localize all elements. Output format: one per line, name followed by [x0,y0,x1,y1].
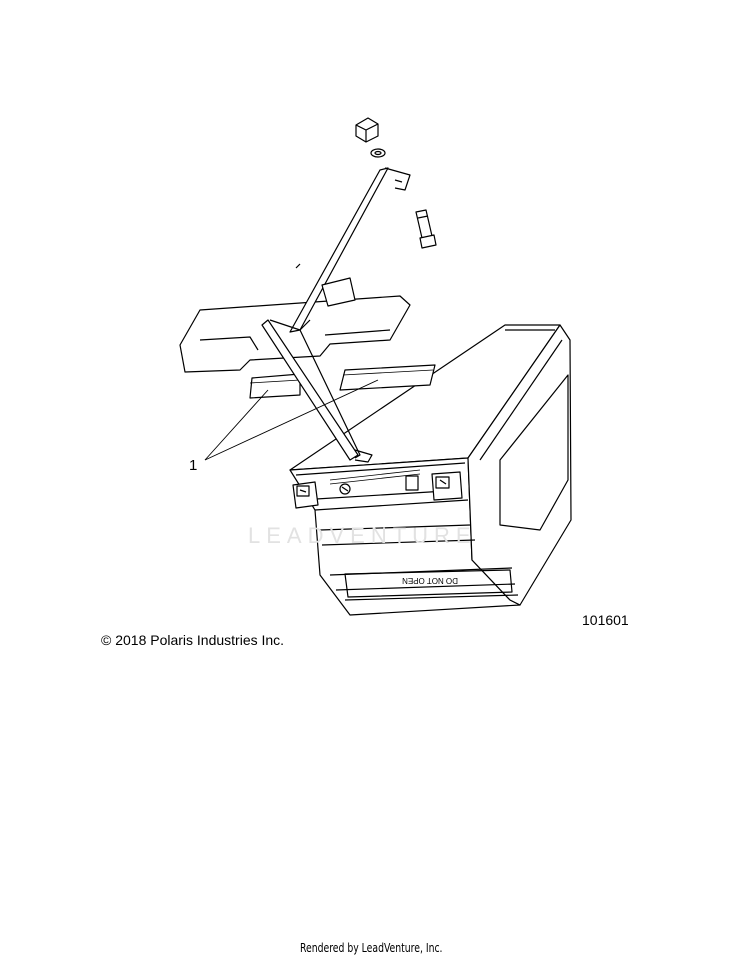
callout-leader-lines [204,379,379,461]
nut-icon [355,117,379,143]
copyright-text: © 2018 Polaris Industries Inc. [101,632,285,648]
watermark-text: LEADVENTURE [248,523,477,548]
terminal-right-icon [431,471,463,501]
battery-icon [289,324,572,616]
terminal-left-icon [292,481,319,509]
footer-text: Rendered by LeadVenture, Inc. [300,941,443,955]
hold-down-strap-icon [261,167,411,463]
callout-label: 1 [189,457,198,474]
figure-number: 101601 [582,612,629,628]
bolt-icon [415,209,437,249]
washer-icon [370,148,386,158]
